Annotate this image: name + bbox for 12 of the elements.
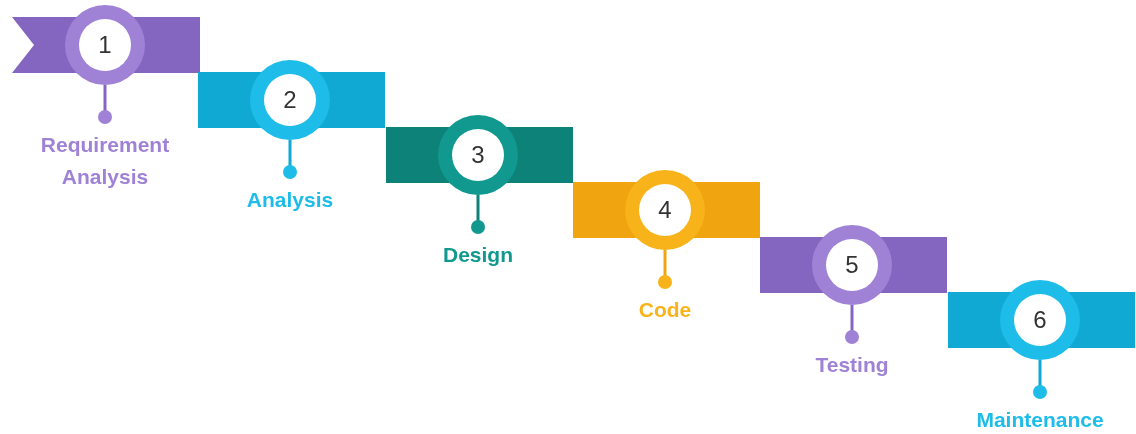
step-number: 2 [264,74,316,126]
step-number: 5 [826,239,878,291]
step-number: 4 [639,184,691,236]
step-number: 6 [1014,294,1066,346]
step-number: 1 [79,19,131,71]
step-number: 3 [452,129,504,181]
step-label: Maintenance [975,407,1105,433]
step-label: Testing [814,352,890,378]
step-label: Code [637,297,693,323]
step-label: Requirement Analysis [39,132,171,190]
step-label: Design [442,242,514,268]
step-label: Analysis [245,187,335,213]
